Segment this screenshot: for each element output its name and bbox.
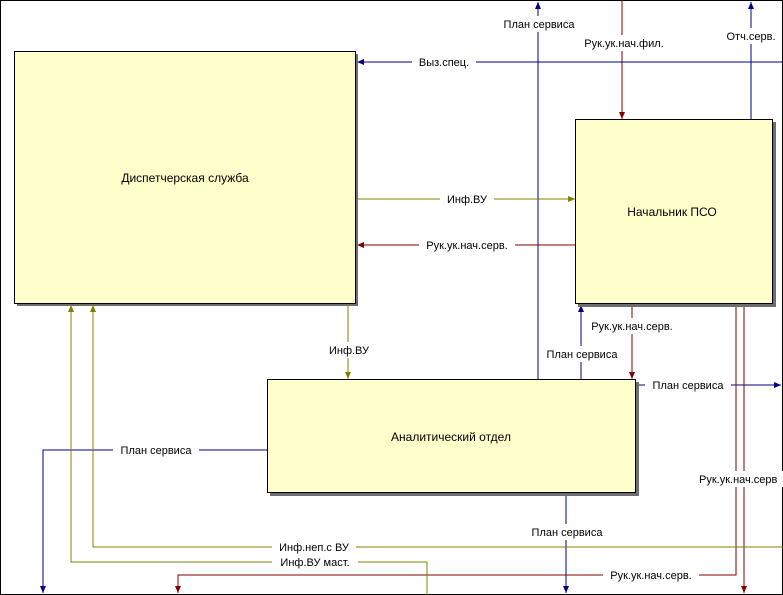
- label-plan-right: План сервиса: [645, 377, 731, 393]
- block-head-label: Начальник ПСО: [627, 205, 717, 219]
- block-dispatch[interactable]: Диспетчерская служба: [14, 51, 359, 307]
- svg-text:Рук.ук.нач.серв: Рук.ук.нач.серв: [699, 474, 778, 486]
- arrow-inf-nep[interactable]: [90, 305, 783, 548]
- svg-text:План сервиса: План сервиса: [121, 445, 193, 457]
- label-inf-nep: Инф.неп.с ВУ: [272, 539, 356, 555]
- label-plan-bottom: План сервиса: [524, 524, 610, 540]
- svg-text:Рук.ук.нач.серв.: Рук.ук.нач.серв.: [426, 240, 507, 252]
- label-otch: Отч.серв.: [722, 28, 780, 44]
- label-ruk-serv-right-edge: Рук.ук.нач.серв: [697, 471, 783, 487]
- block-analytics-label: Аналитический отдел: [391, 430, 511, 444]
- svg-text:План сервиса: План сервиса: [547, 349, 619, 361]
- label-plan-mid: План сервиса: [540, 346, 624, 362]
- svg-text:Инф.ВУ маст.: Инф.ВУ маст.: [280, 557, 349, 569]
- arrow-ruk-serv-bottom[interactable]: [175, 305, 737, 593]
- block-analytics[interactable]: Аналитический отдел: [267, 379, 640, 497]
- block-dispatch-box: [14, 51, 356, 304]
- arrow-inf-mast[interactable]: [68, 305, 428, 595]
- svg-text:Рук.ук.нач.фил.: Рук.ук.нач.фил.: [584, 38, 663, 50]
- label-ruk-fil: Рук.ук.нач.фил.: [578, 35, 670, 51]
- svg-text:План сервиса: План сервиса: [532, 527, 604, 539]
- label-vyz: Выз.спец.: [412, 54, 476, 70]
- block-analytics-box: [267, 379, 636, 493]
- label-ruk-serv-left: Рук.ук.нач.серв.: [419, 237, 515, 253]
- svg-text:Инф.ВУ: Инф.ВУ: [447, 194, 488, 206]
- label-plan-top: План сервиса: [497, 16, 581, 32]
- label-inf-vu-right: Инф.ВУ: [440, 191, 494, 207]
- block-head-box: [575, 119, 773, 304]
- svg-text:Рук.ук.нач.серв.: Рук.ук.нач.серв.: [610, 570, 691, 582]
- svg-text:Инф.ВУ: Инф.ВУ: [329, 345, 370, 357]
- svg-text:Инф.неп.с ВУ: Инф.неп.с ВУ: [279, 542, 350, 554]
- label-inf-mast: Инф.ВУ маст.: [272, 554, 358, 570]
- svg-text:Выз.спец.: Выз.спец.: [419, 57, 469, 69]
- svg-text:Отч.серв.: Отч.серв.: [726, 31, 775, 43]
- label-ruk-serv-bottom: Рук.ук.нач.серв.: [603, 567, 699, 583]
- arrow-plan-left[interactable]: [40, 449, 268, 593]
- svg-text:Рук.ук.нач.серв.: Рук.ук.нач.серв.: [591, 321, 672, 333]
- label-ruk-serv-below-head: Рук.ук.нач.серв.: [585, 318, 679, 334]
- block-head[interactable]: Начальник ПСО: [575, 119, 777, 308]
- label-inf-vu-down: Инф.ВУ: [322, 342, 376, 358]
- svg-text:План сервиса: План сервиса: [653, 380, 725, 392]
- svg-text:План сервиса: План сервиса: [504, 19, 576, 31]
- label-plan-left: План сервиса: [113, 442, 199, 458]
- block-dispatch-label: Диспетчерская служба: [121, 171, 249, 185]
